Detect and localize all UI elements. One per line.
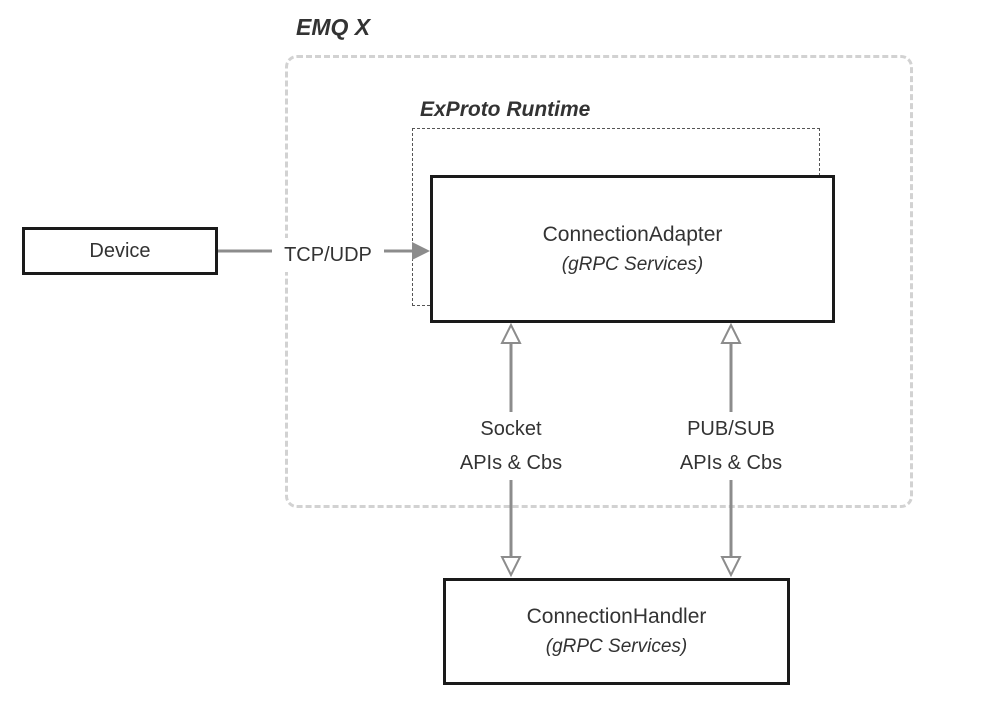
connection-handler-subtitle: (gRPC Services) <box>545 636 688 657</box>
emqx-boundary <box>285 55 913 508</box>
socket-apis-label-line2: APIs & Cbs <box>459 452 563 474</box>
device-label: Device <box>89 239 151 262</box>
exproto-runtime-label: ExProto Runtime <box>420 98 591 121</box>
connection-adapter-title: ConnectionAdapter <box>542 222 723 246</box>
pubsub-apis-label-line2: APIs & Cbs <box>679 452 783 474</box>
connection-handler-title: ConnectionHandler <box>526 605 707 628</box>
device-box: Device <box>22 227 218 275</box>
pubsub-apis-label: PUB/SUB APIs & Cbs <box>668 412 794 480</box>
emqx-region-label: EMQ X <box>296 14 371 40</box>
connection-adapter-box: ConnectionAdapter (gRPC Services) <box>430 175 835 323</box>
socket-apis-label-line1: Socket <box>480 418 542 440</box>
pubsub-apis-label-line1: PUB/SUB <box>687 418 775 440</box>
tcp-udp-label: TCP/UDP <box>272 238 384 272</box>
connection-handler-box: ConnectionHandler (gRPC Services) <box>443 578 790 685</box>
connection-adapter-subtitle: (gRPC Services) <box>561 253 704 275</box>
socket-apis-label: Socket APIs & Cbs <box>450 412 572 480</box>
